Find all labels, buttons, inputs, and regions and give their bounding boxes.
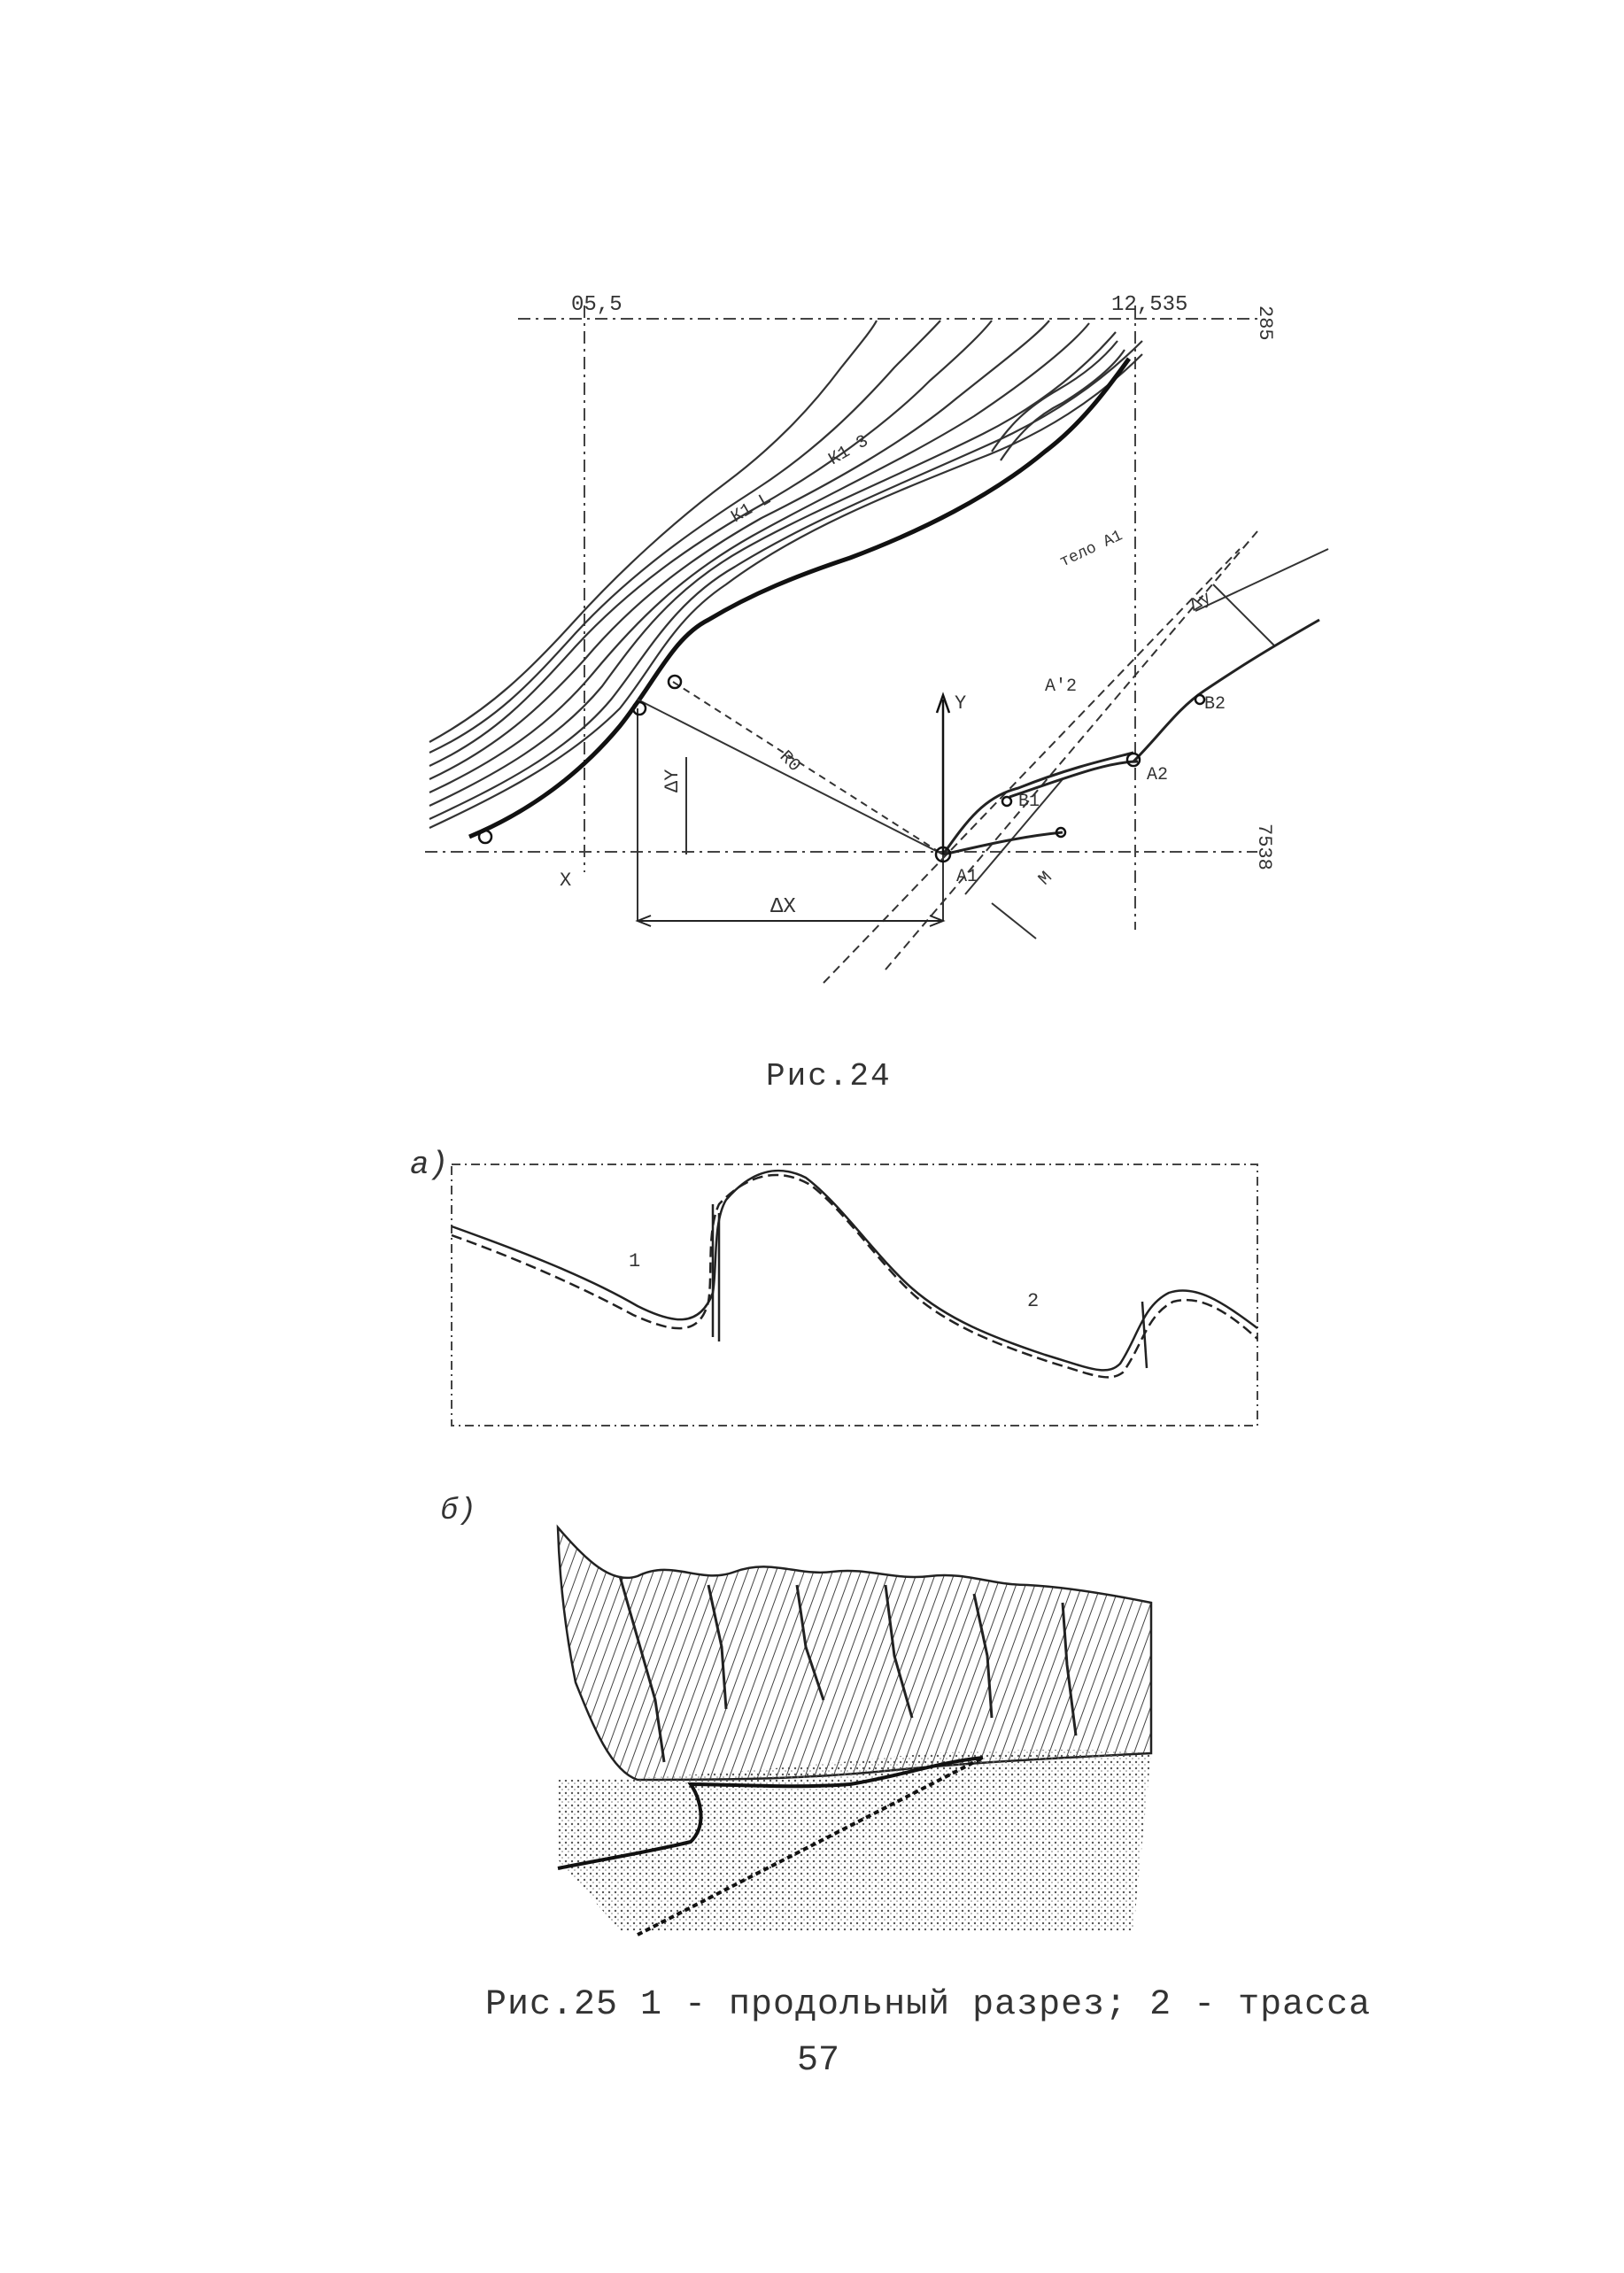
label-contour-k1-l: К1 L — [728, 489, 775, 528]
label-point-a1: A1 — [956, 867, 978, 887]
mountain-ridge — [556, 1524, 1153, 1782]
delta-x-dimension — [635, 915, 946, 927]
label-point-a2: A2 — [1147, 765, 1168, 785]
contour-lines — [429, 320, 1143, 829]
label-point-b2: B2 — [1204, 694, 1226, 715]
label-delta-x: ΔX — [770, 895, 796, 919]
label-axis-y: Y — [955, 692, 966, 715]
profile-curves — [451, 1169, 1258, 1379]
label-point-a2-prime: A'2 — [1045, 676, 1077, 697]
label-point-m: M — [1035, 868, 1057, 890]
construction-lines — [637, 530, 1329, 984]
station-markers — [477, 674, 1206, 863]
traverse-curves — [941, 618, 1320, 856]
label-point-b1: B1 — [1018, 792, 1040, 812]
profile-frame — [451, 1164, 1258, 1426]
label-terra: тело A1 — [1057, 527, 1125, 571]
coord-right-bottom: 7538 — [1253, 823, 1275, 870]
water-surface — [558, 1750, 1151, 1930]
coord-top-left: 05,5 — [571, 293, 623, 317]
figure-25-caption: Рис.25 1 - продольный разрез; 2 - трасса — [485, 1985, 1372, 2025]
figure-25a-profile: 1 2 — [451, 1164, 1258, 1426]
panel-a-label: а) — [410, 1147, 449, 1183]
figure-24-map: 05,5 12,535 285 7538 К1 L К1 3 ΔX ΔY Y A… — [425, 293, 1329, 984]
page-number: 57 — [797, 2041, 840, 2081]
coord-right-top: 285 — [1254, 305, 1276, 341]
figure-25b-sketch — [556, 1524, 1153, 1937]
label-x-axis: X — [560, 870, 571, 892]
label-delta-y-small: Δy — [1187, 588, 1215, 616]
y-axis-arrow — [935, 692, 951, 854]
route-line — [468, 357, 1132, 839]
label-delta-y: ΔY — [661, 769, 684, 792]
ridge-strokes — [618, 1575, 1078, 1763]
label-contour-k1-3: К1 3 — [825, 431, 872, 470]
coord-top-right: 12,535 — [1111, 293, 1187, 317]
route-sketch-line — [557, 1756, 984, 1937]
figure-24-caption: Рис.24 — [766, 1058, 892, 1094]
map-grid-frame — [425, 305, 1262, 930]
profile-label-2: 2 — [1027, 1290, 1039, 1312]
panel-b-label: б) — [440, 1495, 476, 1528]
profile-label-1: 1 — [629, 1250, 640, 1272]
